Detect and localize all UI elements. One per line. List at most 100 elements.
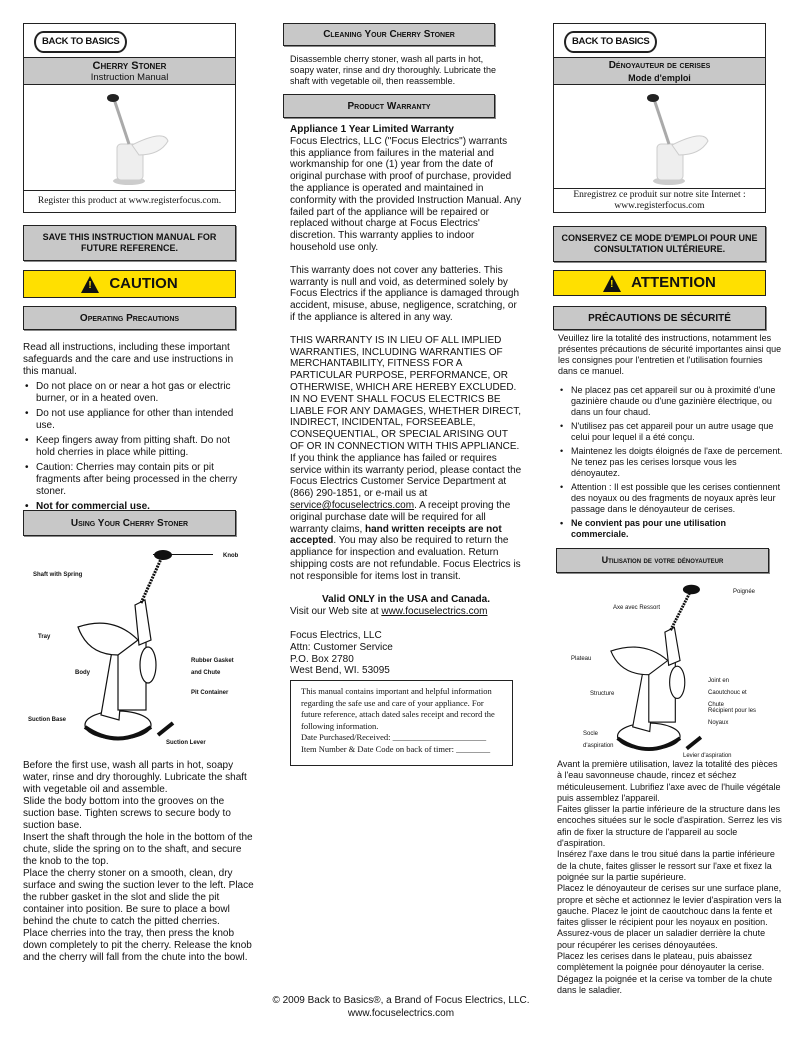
precautions-intro: Veuillez lire la totalité des instructio… bbox=[558, 333, 782, 376]
label-pit-container: Récipient pour les Noyaux bbox=[708, 708, 757, 726]
product-photo bbox=[107, 94, 169, 185]
brand-logo: BACK TO BASICS bbox=[34, 31, 128, 53]
item-number-field[interactable]: Item Number & Date Code on back of timer… bbox=[301, 743, 491, 754]
label-tray: Plateau bbox=[571, 656, 592, 662]
caution-label: CAUTION bbox=[109, 275, 178, 292]
warning-icon: ! bbox=[81, 275, 100, 293]
product-photo bbox=[647, 94, 709, 185]
warranty-title: Appliance 1 Year Limited Warranty bbox=[290, 124, 454, 135]
product-title: Dénoyauteur de cerises bbox=[608, 60, 711, 71]
precautions-header-fr: PRÉCAUTIONS DE SÉCURITÉ bbox=[553, 306, 766, 330]
instruction-paragraph: Placez les cerises dans le plateau, puis… bbox=[557, 951, 773, 995]
warranty-service-paragraph: If you think the appliance has failed or… bbox=[290, 453, 522, 583]
label-suction-base: Suction Base bbox=[28, 717, 67, 723]
address-line: West Bend, WI. 53095 bbox=[290, 665, 390, 677]
cover-box-fr: BACK TO BASICS Dénoyauteur de cerises Mo… bbox=[553, 23, 766, 213]
cover-box-en: BACK TO BASICS Cherry Stoner Instruction… bbox=[23, 23, 236, 213]
warranty-disclaimer: THIS WARRANTY IS IN LIEU OF ALL IMPLIED … bbox=[290, 334, 521, 452]
precaution-item: Caution: Cherries may contain pits or pi… bbox=[23, 462, 243, 498]
text: If you think the appliance has failed or… bbox=[290, 452, 522, 500]
warning-icon: ! bbox=[603, 274, 622, 292]
footer-website[interactable]: www.focuselectrics.com bbox=[347, 1008, 455, 1019]
product-title-band: Cherry Stoner Instruction Manual bbox=[24, 57, 235, 85]
address-line: P.O. Box 2780 bbox=[290, 653, 354, 665]
label-body: Structure bbox=[590, 691, 615, 697]
instruction-paragraph: Insérez l'axe dans le trou situé dans la… bbox=[557, 849, 775, 882]
label-suction-base: Socle d'aspiration bbox=[583, 731, 614, 749]
visit-line: Visit our Web site at www.focuselectrics… bbox=[290, 606, 522, 618]
precaution-item: Attention : Il est possible que les ceri… bbox=[558, 482, 783, 515]
label-suction-lever: Levier d'aspiration bbox=[683, 753, 732, 759]
precaution-item: Not for commercial use. bbox=[23, 501, 243, 513]
attention-label: ATTENTION bbox=[631, 274, 716, 291]
save-manual-notice: SAVE THIS INSTRUCTION MANUAL FOR FUTURE … bbox=[23, 225, 236, 261]
label-knob: Poignée bbox=[733, 589, 756, 595]
record-info-box: This manual contains important and helpf… bbox=[290, 680, 513, 766]
precaution-item: Do not use appliance for other than inte… bbox=[23, 408, 243, 432]
using-instructions-en: Before the first use, wash all parts in … bbox=[23, 760, 255, 964]
save-manual-notice-fr: CONSERVEZ CE MODE D'EMPLOI POUR UNE CONS… bbox=[553, 226, 766, 262]
instruction-paragraph: Placez le dénoyauteur de cerises sur une… bbox=[557, 883, 782, 950]
label-tray: Tray bbox=[38, 634, 51, 640]
receipt-notice: hand written receipts are not accepted bbox=[290, 523, 502, 547]
warranty-paragraph: Focus Electrics, LLC ("Focus Electrics")… bbox=[290, 135, 522, 253]
text: Visit our Web site at bbox=[290, 606, 382, 618]
precautions-fr: Veuillez lire la totalité des instructio… bbox=[558, 333, 783, 540]
instruction-paragraph: Place cherries into the tray, then press… bbox=[23, 928, 252, 963]
service-email-link[interactable]: service@focuselectrics.com bbox=[290, 499, 415, 511]
precaution-item: Maintenez les doigts éloignés de l'axe d… bbox=[558, 446, 783, 479]
product-subtitle: Instruction Manual bbox=[90, 72, 169, 83]
precautions-en: Read all instructions, including these i… bbox=[23, 342, 243, 513]
precaution-item: Ne placez pas cet appareil sur ou à prox… bbox=[558, 385, 783, 418]
label-pit-container: Pit Container bbox=[191, 690, 229, 696]
record-info-text: This manual contains important and helpf… bbox=[301, 686, 495, 731]
text: . A receipt proving the original purchas… bbox=[290, 499, 511, 535]
precautions-intro: Read all instructions, including these i… bbox=[23, 342, 234, 377]
text: . You may also be required to return the… bbox=[290, 535, 521, 582]
instruction-paragraph: Faites glisser la partie inférieure de l… bbox=[557, 804, 782, 849]
cleaning-header: Cleaning Your Cherry Stoner bbox=[283, 23, 495, 46]
register-text: Enregistrez ce produit sur notre site In… bbox=[554, 188, 765, 212]
warranty-header: Product Warranty bbox=[283, 94, 495, 118]
label-shaft: Shaft with Spring bbox=[33, 572, 83, 578]
precaution-item: Keep fingers away from pitting shaft. Do… bbox=[23, 435, 243, 459]
product-title: Cherry Stoner bbox=[92, 60, 167, 72]
instruction-paragraph: Slide the body bottom into the grooves o… bbox=[23, 796, 231, 831]
warranty-section: Appliance 1 Year Limited Warranty Focus … bbox=[290, 124, 522, 677]
instruction-paragraph: Place the cherry stoner on a smooth, cle… bbox=[23, 868, 254, 927]
instruction-paragraph: Avant la première utilisation, lavez la … bbox=[557, 759, 781, 803]
address-block: Focus Electrics, LLC Attn: Customer Serv… bbox=[290, 630, 522, 677]
parts-diagram-fr: Poignée Axe avec Ressort Plateau Joint e… bbox=[553, 580, 783, 760]
parts-diagram-en: Knob Shaft with Spring Tray Rubber Gaske… bbox=[23, 545, 253, 755]
using-header-fr: Utilisation de votre dénoyauteur bbox=[556, 548, 769, 573]
caution-banner: ! CAUTION bbox=[23, 270, 236, 298]
label-body: Body bbox=[75, 670, 90, 676]
using-instructions-fr: Avant la première utilisation, lavez la … bbox=[557, 759, 782, 996]
brand-logo: BACK TO BASICS bbox=[564, 31, 658, 53]
copyright: © 2009 Back to Basics®, a Brand of Focus… bbox=[272, 995, 530, 1006]
address-line: Focus Electrics, LLC bbox=[290, 630, 382, 642]
cleaning-text: Disassemble cherry stoner, wash all part… bbox=[290, 54, 496, 86]
using-header: Using Your Cherry Stoner bbox=[23, 510, 236, 536]
instruction-paragraph: Before the first use, wash all parts in … bbox=[23, 760, 247, 795]
label-gasket: Rubber Gasket and Chute bbox=[191, 658, 234, 676]
attention-banner: ! ATTENTION bbox=[553, 270, 766, 296]
website-link[interactable]: www.focuselectrics.com bbox=[381, 606, 488, 618]
address-line: Attn: Customer Service bbox=[290, 641, 393, 653]
label-knob: Knob bbox=[223, 553, 239, 559]
warranty-paragraph: This warranty does not cover any batteri… bbox=[290, 264, 520, 323]
operating-precautions-header: Operating Precautions bbox=[23, 306, 236, 330]
product-title-band: Dénoyauteur de cerises Mode d'emploi bbox=[554, 57, 765, 85]
precaution-item: Ne convient pas pour une utilisation com… bbox=[558, 518, 783, 540]
footer: © 2009 Back to Basics®, a Brand of Focus… bbox=[0, 994, 802, 1020]
label-gasket: Joint en Caoutchouc et Chute bbox=[708, 678, 747, 708]
precaution-item: N'utilisez pas cet appareil pour un autr… bbox=[558, 421, 783, 443]
label-shaft: Axe avec Ressort bbox=[613, 605, 661, 611]
product-subtitle: Mode d'emploi bbox=[628, 73, 691, 83]
instruction-paragraph: Insert the shaft through the hole in the… bbox=[23, 832, 253, 867]
precaution-item: Do not place on or near a hot gas or ele… bbox=[23, 381, 243, 405]
label-suction-lever: Suction Lever bbox=[166, 740, 206, 746]
date-purchased-field[interactable]: Date Purchased/Received: _______________… bbox=[301, 732, 487, 742]
valid-notice: Valid ONLY in the USA and Canada. bbox=[321, 594, 490, 606]
register-text: Register this product at www.registerfoc… bbox=[24, 190, 235, 207]
